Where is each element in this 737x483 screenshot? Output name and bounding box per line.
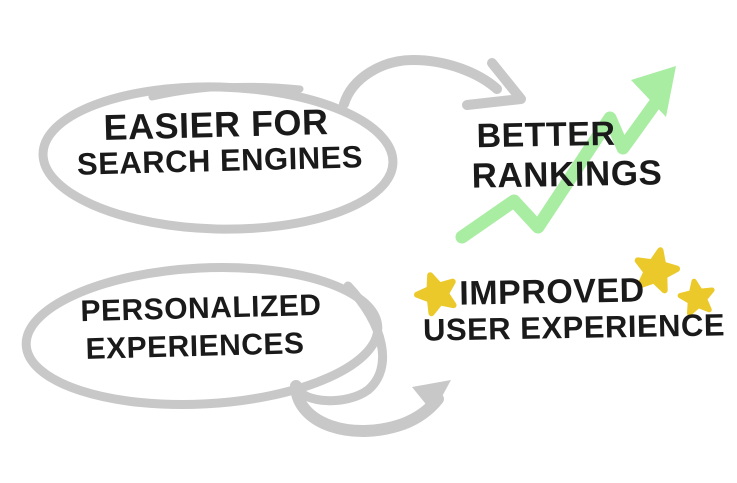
arrow-easier-to-better-head-icon — [462, 58, 526, 110]
trend-up-arrow-icon — [455, 91, 666, 244]
personalized-ellipse-loop — [291, 281, 387, 406]
improved-ux-label-line2: USER EXPERIENCE — [422, 307, 726, 348]
star-icon — [634, 247, 681, 294]
arrow-personalized-to-improved-head-icon — [412, 380, 451, 413]
arrow-personalized-to-improved — [290, 380, 444, 437]
arrow-easier-to-better — [339, 55, 502, 109]
trend-up-arrow-head-icon — [631, 66, 676, 117]
easier-ellipse-overlap-stroke — [148, 82, 304, 101]
star-icon — [414, 272, 457, 317]
better-rankings-label-line1: BETTER — [476, 114, 616, 156]
star-icon — [677, 278, 715, 316]
better-rankings-label-line2: RANKINGS — [471, 153, 663, 196]
